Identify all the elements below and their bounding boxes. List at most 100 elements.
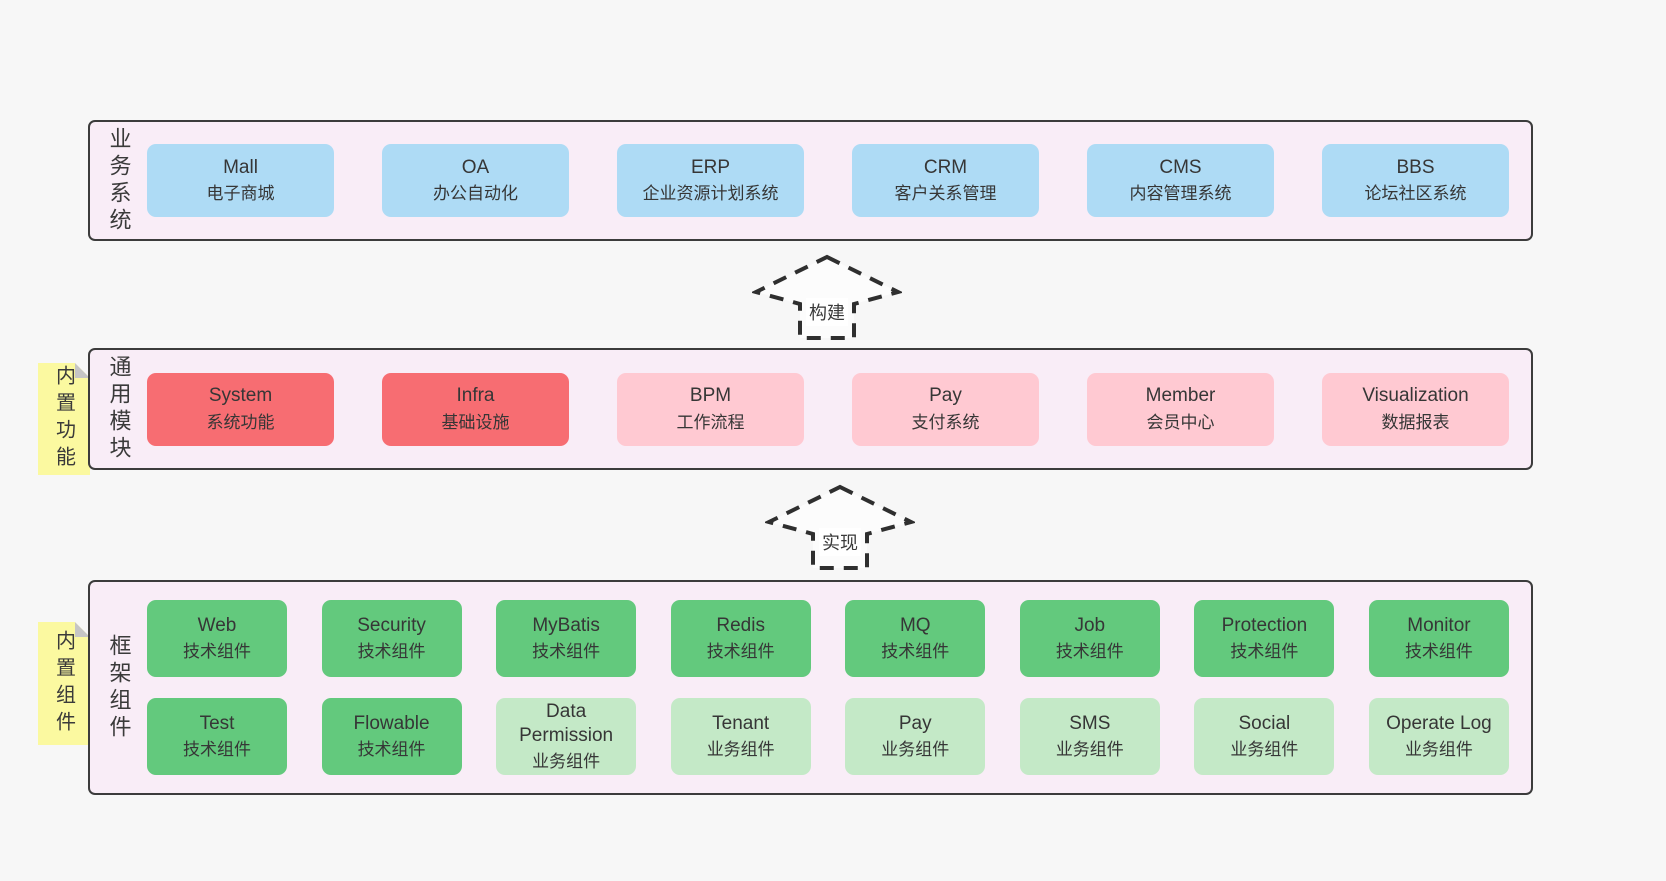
component-title: Tenant — [712, 712, 770, 734]
component-subtitle: 技术组件 — [357, 740, 426, 760]
arrow-implement-up: 实现 — [765, 484, 915, 572]
component-subtitle: 技术组件 — [1404, 642, 1473, 662]
component-subtitle: 电子商城 — [206, 184, 275, 204]
component-subtitle: 数据报表 — [1381, 412, 1450, 432]
component-title: BPM — [689, 385, 732, 407]
dashed-up-arrow-icon — [752, 254, 902, 340]
component-box-mall: Mall 电子商城 — [147, 144, 334, 217]
component-subtitle: 技术组件 — [183, 740, 251, 760]
component-box-monitor: Monitor 技术组件 — [1368, 600, 1509, 677]
component-title: Protection — [1221, 614, 1308, 636]
component-title: CMS — [1159, 156, 1202, 178]
component-title: OA — [461, 156, 490, 178]
component-title: ERP — [690, 156, 731, 178]
component-title: Mall — [223, 156, 258, 178]
component-subtitle: 业务组件 — [1404, 740, 1473, 760]
component-title: Redis — [716, 614, 765, 636]
component-title: Pay — [929, 385, 962, 407]
component-row: System 系统功能 Infra 基础设施 BPM 工作流程 Pay 支付系统 Member 会… — [147, 372, 1509, 446]
component-subtitle: 会员中心 — [1146, 412, 1215, 432]
arrow-build-label: 构建 — [806, 298, 848, 326]
component-title: SMS — [1069, 712, 1111, 734]
component-title: Social — [1238, 712, 1291, 734]
layer-rows-business-systems: Mall 电子商城 OA 办公自动化 ERP 企业资源计划系统 CRM 客户关系管理 CMS 内容… — [147, 122, 1531, 239]
component-box-bpm: BPM 工作流程 — [617, 372, 804, 446]
component-box-crm: CRM 客户关系管理 — [852, 144, 1039, 217]
component-subtitle: 技术组件 — [532, 642, 601, 662]
component-box-oa: OA 办公自动化 — [382, 144, 569, 217]
layer-rows-common-modules: System 系统功能 Infra 基础设施 BPM 工作流程 Pay 支付系统 Member 会… — [147, 350, 1531, 468]
component-title: MQ — [899, 614, 931, 636]
component-subtitle: 内容管理系统 — [1129, 184, 1232, 204]
sticky-tab-built-in-functions: 内置功能 — [38, 363, 90, 475]
layer-label-framework-components: 框架组件 — [106, 633, 132, 742]
component-box-erp: ERP 企业资源计划系统 — [617, 144, 804, 217]
component-subtitle: 企业资源计划系统 — [642, 184, 779, 204]
component-subtitle: 业务组件 — [1055, 740, 1124, 760]
component-title: Member — [1145, 385, 1216, 407]
component-title: System — [208, 385, 273, 407]
component-row: Mall 电子商城 OA 办公自动化 ERP 企业资源计划系统 CRM 客户关系管理 CMS 内容… — [147, 144, 1509, 217]
component-box-social: Social 业务组件 — [1194, 698, 1335, 775]
component-box-web: Web 技术组件 — [147, 600, 287, 677]
component-title: Flowable — [353, 712, 430, 734]
component-title: MyBatis — [532, 614, 600, 636]
component-title: BBS — [1396, 156, 1435, 178]
component-title: Operate Log — [1386, 712, 1492, 734]
sticky-tab-label: 内置组件 — [52, 629, 75, 738]
component-title: Security — [357, 614, 426, 636]
layer-label-common-modules: 通用模块 — [106, 355, 132, 463]
component-box-infra: Infra 基础设施 — [382, 372, 569, 446]
component-box-cms: CMS 内容管理系统 — [1087, 144, 1274, 217]
component-title: Test — [199, 712, 235, 734]
component-subtitle: 业务组件 — [881, 740, 950, 760]
component-subtitle: 客户关系管理 — [894, 184, 997, 204]
component-title: Web — [197, 614, 237, 636]
component-box-pay: Pay 支付系统 — [852, 372, 1039, 446]
component-box-protection: Protection 技术组件 — [1194, 600, 1335, 677]
component-box-visualization: Visualization 数据报表 — [1322, 372, 1509, 446]
component-subtitle: 技术组件 — [881, 642, 950, 662]
component-box-flowable: Flowable 技术组件 — [321, 698, 462, 775]
arrow-build-up: 构建 — [752, 254, 902, 342]
component-subtitle: 技术组件 — [706, 642, 775, 662]
layer-label-business-systems: 业务系统 — [106, 126, 132, 235]
component-box-security: Security 技术组件 — [321, 600, 462, 677]
component-title: Job — [1074, 614, 1106, 636]
component-title: CRM — [923, 156, 968, 178]
component-box-mybatis: MyBatis 技术组件 — [496, 600, 637, 677]
component-box-system: System 系统功能 — [147, 372, 334, 446]
component-box-member: Member 会员中心 — [1087, 372, 1274, 446]
component-subtitle: 技术组件 — [357, 642, 426, 662]
component-box-job: Job 技术组件 — [1019, 600, 1160, 677]
component-box-redis: Redis 技术组件 — [670, 600, 811, 677]
component-subtitle: 基础设施 — [441, 412, 510, 432]
component-box-sms: SMS 业务组件 — [1019, 698, 1160, 775]
component-subtitle: 技术组件 — [1055, 642, 1124, 662]
component-title: Data Permission — [519, 700, 614, 746]
component-subtitle: 业务组件 — [1230, 740, 1299, 760]
sticky-tab-built-in-components: 内置组件 — [38, 622, 90, 745]
component-subtitle: 系统功能 — [206, 412, 275, 432]
layer-business-systems: 业务系统 Mall 电子商城 OA 办公自动化 ERP 企业资源计划系统 CRM 客户关系管理… — [88, 120, 1533, 241]
layer-common-modules: 通用模块 System 系统功能 Infra 基础设施 BPM 工作流程 Pay 支付系统 Me… — [88, 348, 1533, 470]
arrow-implement-label: 实现 — [819, 528, 861, 556]
component-title: Monitor — [1407, 614, 1471, 636]
component-subtitle: 工作流程 — [676, 412, 745, 432]
component-box-operate-log: Operate Log 业务组件 — [1368, 698, 1509, 775]
component-title: Visualization — [1362, 385, 1469, 407]
component-title: Infra — [456, 385, 495, 407]
component-subtitle: 技术组件 — [1230, 642, 1299, 662]
component-subtitle: 技术组件 — [183, 642, 251, 662]
dashed-up-arrow-icon — [765, 484, 915, 570]
component-subtitle: 支付系统 — [911, 412, 980, 432]
component-subtitle: 办公自动化 — [433, 184, 518, 204]
